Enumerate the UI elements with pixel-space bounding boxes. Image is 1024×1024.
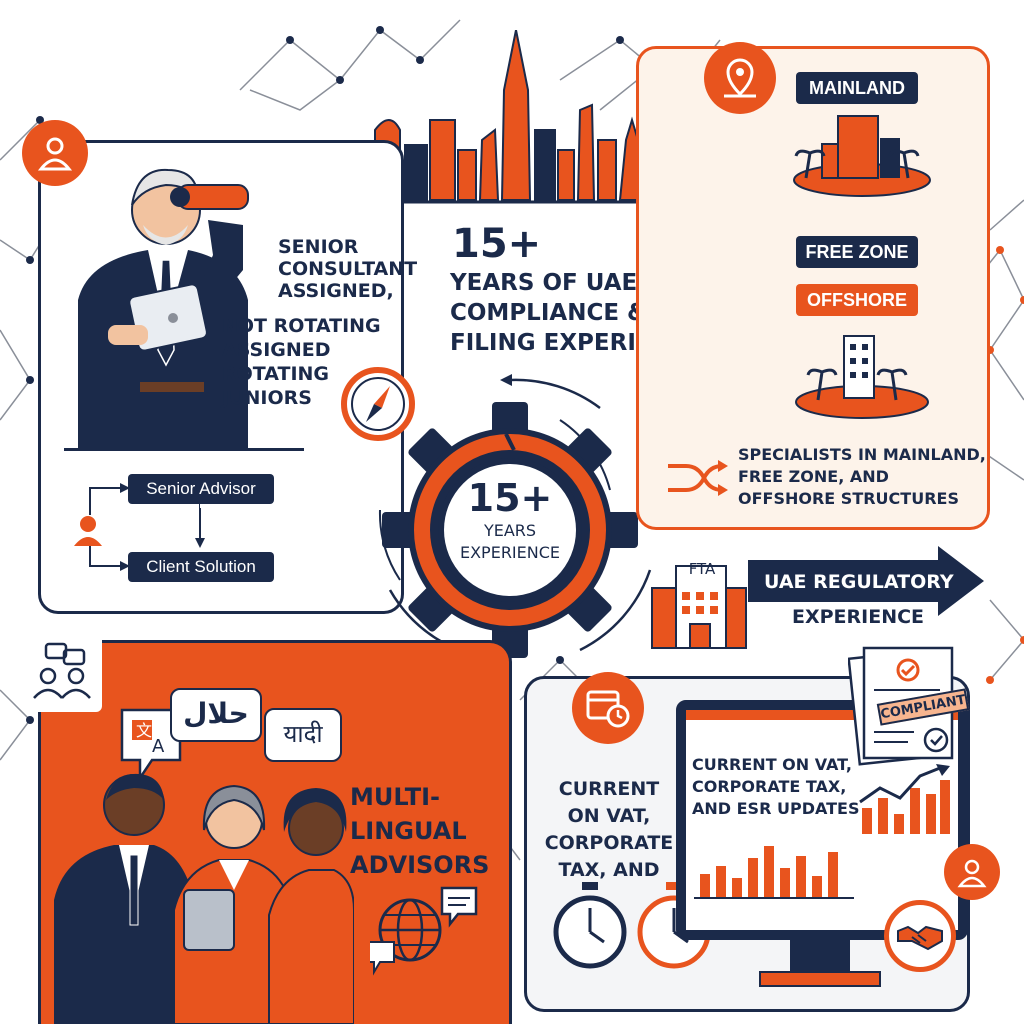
multilingual-heading: MULTI- LINGUAL ADVISORS — [350, 780, 489, 882]
monitor-line-2: CORPORATE TAX, — [692, 777, 847, 796]
down-arrow-icon — [195, 508, 205, 548]
monitor-line-3: AND ESR UPDATES — [692, 799, 860, 818]
stopwatch-icon — [553, 882, 627, 969]
consultant-heading: SENIOR CONSULTANT ASSIGNED, — [278, 236, 417, 302]
monitor-topbar — [686, 710, 958, 720]
globe-chat-icon — [370, 886, 478, 976]
gear-label-line-2: EXPERIENCE — [459, 543, 561, 562]
translate-bubble-icon: 文 A — [120, 708, 182, 783]
consultant-heading-line-3: ASSIGNED, — [278, 280, 394, 302]
svg-text:文: 文 — [136, 721, 152, 740]
updates-left-line-4: TAX, AND — [558, 859, 660, 881]
multilingual-heading-line-3: ADVISORS — [350, 851, 490, 879]
mainland-island-illustration — [793, 115, 931, 197]
growth-chart-graphic — [859, 764, 950, 834]
multilingual-heading-line-1: MULTI- — [350, 783, 440, 811]
advisor-flow-lines — [89, 483, 200, 571]
multilingual-heading-line-2: LINGUAL — [350, 817, 467, 845]
chat-people-icon — [33, 642, 91, 699]
structures-desc-line-3: OFFSHORE STRUCTURES — [738, 489, 959, 508]
consultant-subtext: NOT ROTATING ASSIGNED ROTATING JUNIORS — [222, 314, 381, 410]
regulatory-experience-text: EXPERIENCE — [792, 606, 925, 628]
svg-text:A: A — [152, 736, 165, 757]
monitor-stand — [759, 938, 881, 987]
monitor-line-1: CURRENT ON VAT, — [692, 755, 852, 774]
fta-building-illustration — [651, 565, 747, 649]
hindi-bubble-text: यादी — [283, 720, 323, 748]
offshore-label: OFFSHORE — [796, 284, 918, 316]
chat-people-icon-bg — [22, 632, 102, 712]
consultant-sub-line-4: JUNIORS — [222, 387, 312, 409]
structures-desc-line-1: SPECIALISTS IN MAINLAND, — [738, 445, 986, 464]
gear-label: YEARS EXPERIENCE — [440, 520, 580, 564]
experience-big-number: 15+ — [452, 221, 542, 267]
updates-left-line-2: ON VAT, — [567, 805, 651, 827]
experience-gear-graphic — [378, 402, 638, 658]
user-avatar-icon — [74, 516, 102, 546]
experience-headline-line-1: YEARS OF UAE — [450, 270, 638, 296]
senior-advisor-label: Senior Advisor — [128, 474, 274, 504]
fta-sign: FTA — [688, 560, 716, 578]
consultant-heading-line-2: CONSULTANT — [278, 258, 418, 280]
monitor-text: CURRENT ON VAT, CORPORATE TAX, AND ESR U… — [692, 754, 859, 820]
offshore-island-illustration — [795, 335, 929, 419]
hindi-speech-bubble: यादी — [264, 708, 342, 762]
arabic-speech-bubble: حلال — [170, 688, 262, 742]
regulatory-arrow — [748, 546, 984, 616]
handshake-icon — [884, 900, 956, 972]
consultant-sub-line-1: NOT ROTATING — [222, 315, 381, 337]
consultant-sub-line-3: ROTATING — [222, 363, 330, 385]
updates-left-line-1: CURRENT — [558, 778, 660, 800]
consultant-heading-line-1: SENIOR — [278, 236, 359, 258]
updates-left-text: CURRENT ON VAT, CORPORATE TAX, AND — [538, 776, 680, 884]
gear-label-line-1: YEARS — [483, 521, 537, 540]
free-zone-label: FREE ZONE — [796, 236, 918, 268]
circular-flow-arrows — [388, 374, 652, 666]
structures-desc-line-2: FREE ZONE, AND — [738, 467, 889, 486]
gear-number: 15+ — [467, 476, 553, 520]
structures-description: SPECIALISTS IN MAINLAND, FREE ZONE, AND … — [738, 444, 986, 510]
multilingual-advisors-illustration — [54, 773, 354, 1024]
person-circle-icon — [944, 844, 1000, 900]
regulatory-arrow-text: UAE REGULATORY — [764, 571, 954, 593]
consultant-sub-line-2: ASSIGNED — [222, 339, 331, 361]
arabic-bubble-text: حلال — [183, 697, 249, 730]
compass-icon — [341, 367, 415, 441]
updates-left-line-3: CORPORATE — [544, 832, 674, 854]
location-pin-icon — [704, 42, 776, 114]
consultant-divider — [64, 448, 304, 451]
shuffle-arrows-icon — [668, 460, 728, 496]
mainland-label: MAINLAND — [796, 72, 918, 104]
client-solution-label: Client Solution — [128, 552, 274, 582]
person-icon — [22, 120, 88, 186]
consultant-with-binoculars-illustration — [78, 168, 249, 450]
monitor-bar-chart-graphic — [694, 846, 854, 899]
calendar-clock-icon — [572, 672, 644, 744]
